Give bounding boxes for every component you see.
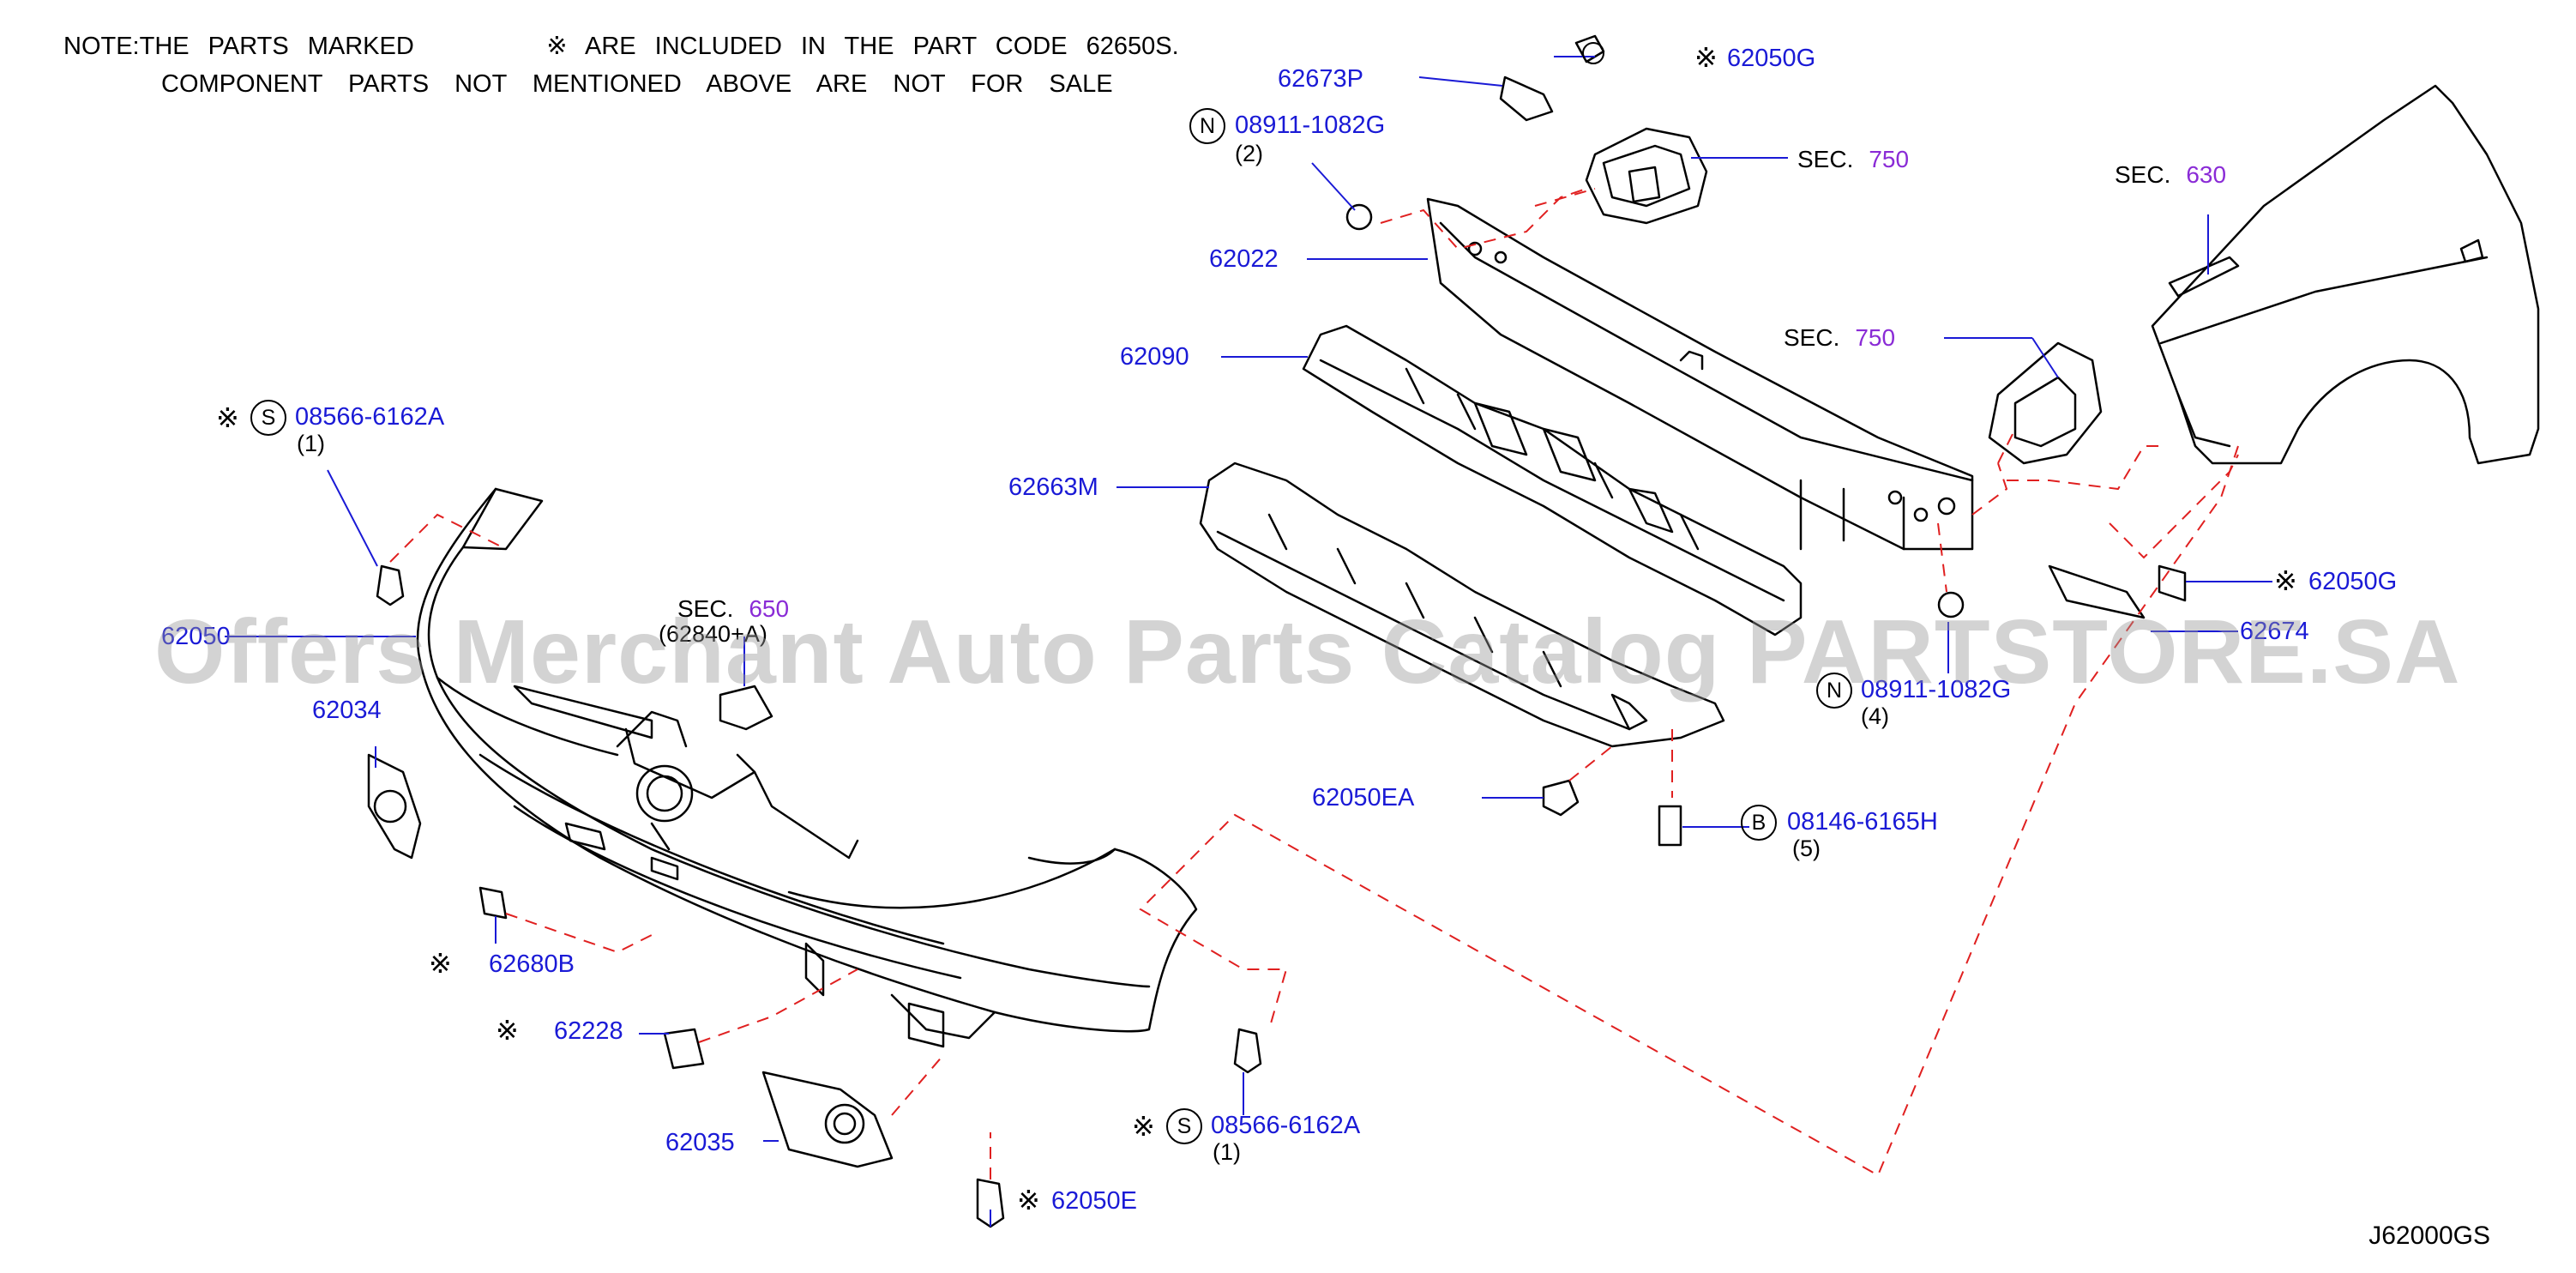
part-label-08911-bot[interactable]: 08911-1082G: [1861, 676, 2012, 703]
energy-absorber: [1302, 324, 1803, 636]
part-label-62050g-top[interactable]: 62050G: [1727, 45, 1816, 72]
part-label-62022[interactable]: 62022: [1209, 245, 1279, 273]
fastener-nut-bot: [1937, 591, 1965, 618]
part-label-62035[interactable]: 62035: [665, 1129, 735, 1156]
side-bracket-top: [1585, 127, 1708, 225]
prefix-circle-n-top: N: [1189, 108, 1225, 144]
fastener-sec650: [719, 685, 773, 731]
fastener-screw-left: [376, 564, 405, 606]
bumper-undercover: [1199, 462, 1725, 748]
part-label-08911-top[interactable]: 08911-1082G: [1235, 112, 1386, 139]
bumper-reinforcement: [1426, 197, 1974, 551]
part-label-62673p[interactable]: 62673P: [1278, 65, 1363, 93]
part-label-62680b[interactable]: 62680B: [489, 950, 575, 978]
included-mark: ※: [1694, 42, 1718, 73]
part-label-62050[interactable]: 62050: [161, 623, 231, 650]
part-label-62674[interactable]: 62674: [2240, 618, 2309, 645]
included-mark: ※: [216, 402, 239, 433]
qty-08566-bot: (1): [1213, 1139, 1241, 1165]
qty-08911-top: (2): [1235, 141, 1263, 166]
prefix-circle-n-bot: N: [1816, 673, 1852, 709]
fastener-62228: [663, 1028, 705, 1070]
part-label-08566-left[interactable]: 08566-6162A: [295, 403, 445, 431]
fastener-62050e: [976, 1178, 1005, 1228]
note-line-2: COMPONENT PARTS NOT MENTIONED ABOVE ARE …: [161, 70, 1113, 98]
section-ref-750-top[interactable]: SEC.750: [1797, 146, 1910, 172]
fastener-bolt-08146: [1658, 805, 1682, 847]
prefix-circle-b: B: [1741, 805, 1777, 841]
included-mark: ※: [429, 948, 452, 979]
watermark: Offers Merchant Auto Parts Catalog PARTS…: [154, 601, 2461, 703]
connection-lines: [389, 188, 2239, 1179]
note-line-1: NOTE:THE PARTS MARKED ※ ARE INCLUDED IN …: [63, 33, 1179, 60]
qty-08146: (5): [1792, 836, 1821, 861]
front-fender: [2151, 84, 2540, 465]
included-mark: ※: [2274, 565, 2297, 596]
section-ref-750-mid[interactable]: SEC.750: [1784, 324, 1896, 351]
fog-lamp-bezel-right: [761, 1071, 894, 1168]
qty-08911-bot: (4): [1861, 703, 1889, 729]
section-ref-650[interactable]: SEC.650: [677, 595, 790, 622]
fastener-clip-right: [2158, 564, 2187, 602]
part-label-62050e[interactable]: 62050E: [1051, 1187, 1137, 1215]
fastener-62674: [2048, 564, 2146, 619]
leader-lines: [225, 56, 2272, 1227]
fastener-nut-top: [1345, 203, 1373, 231]
section-sub-62840a: (62840+A): [659, 621, 767, 647]
side-bracket-mid: [1988, 341, 2103, 465]
part-label-08146[interactable]: 08146-6165H: [1787, 808, 1938, 836]
part-label-62090[interactable]: 62090: [1120, 343, 1189, 371]
included-mark: ※: [1132, 1111, 1155, 1142]
part-label-62228[interactable]: 62228: [554, 1017, 623, 1045]
fastener-clip-top: [1574, 34, 1605, 63]
bumper-fascia: [416, 487, 1198, 1048]
included-mark: ※: [1017, 1185, 1040, 1216]
section-ref-630[interactable]: SEC.630: [2115, 161, 2227, 188]
fastener-screw-bot: [1233, 1028, 1262, 1074]
part-label-62050ea[interactable]: 62050EA: [1312, 784, 1415, 811]
fastener-62680b: [478, 886, 508, 920]
prefix-circle-s-bot: S: [1166, 1108, 1202, 1144]
fog-lamp-bezel-left: [367, 753, 422, 860]
included-mark: ※: [496, 1015, 519, 1046]
qty-08566-left: (1): [297, 431, 325, 456]
diagram-code: J62000GS: [2368, 1222, 2490, 1250]
fastener-markers: [1582, 42, 1604, 64]
fastener-62050ea: [1542, 779, 1580, 817]
part-label-62663m[interactable]: 62663M: [1008, 474, 1098, 501]
part-label-08566-bot[interactable]: 08566-6162A: [1211, 1112, 1361, 1139]
part-label-62034[interactable]: 62034: [312, 697, 382, 724]
part-label-62050g-right[interactable]: 62050G: [2308, 568, 2398, 595]
prefix-circle-s-left: S: [250, 400, 286, 436]
fastener-62673p: [1499, 75, 1554, 122]
